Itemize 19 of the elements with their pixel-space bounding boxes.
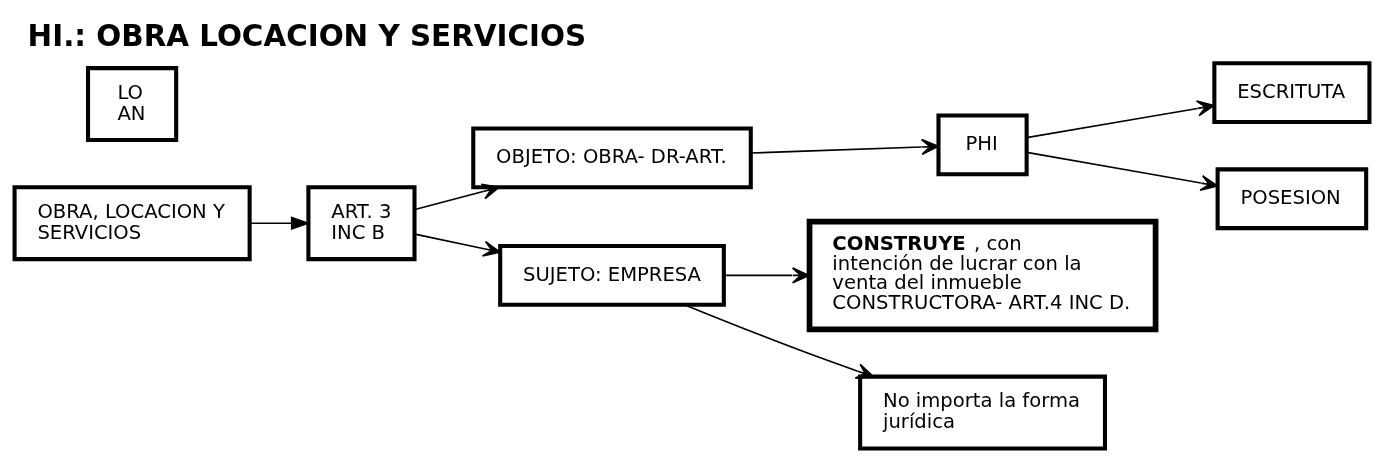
- arrow: [1025, 151, 1219, 192]
- node-box: ART. 3 INC B: [306, 185, 417, 262]
- arrow: [249, 216, 311, 231]
- arrow: [414, 183, 500, 211]
- node-box: POSESION: [1215, 167, 1369, 231]
- arrow: [750, 138, 940, 156]
- node-box: No importa la forma jurídica: [858, 374, 1108, 451]
- node-box: CONSTRUYE , con intención de lucrar con la venta del inmueble CONSTRUCTORA- ART.4 INC D.: [806, 218, 1159, 333]
- arrow: [1025, 100, 1215, 139]
- node-box: OBJETO: OBRA- DR-ART.: [471, 126, 753, 190]
- arrow: [414, 233, 501, 257]
- node-box: OBRA, LOCACION Y SERVICIOS: [12, 185, 252, 262]
- diagram-title: HI.: OBRA LOCACION Y SERVICIOS: [27, 18, 587, 53]
- arrow: [723, 267, 810, 284]
- node-box: SUJETO: EMPRESA: [498, 244, 726, 307]
- arrow: [684, 304, 875, 379]
- node-box: PHI: [936, 113, 1029, 177]
- node-box: ESCRITUTA: [1212, 61, 1372, 125]
- node-box: LO AN: [86, 66, 179, 142]
